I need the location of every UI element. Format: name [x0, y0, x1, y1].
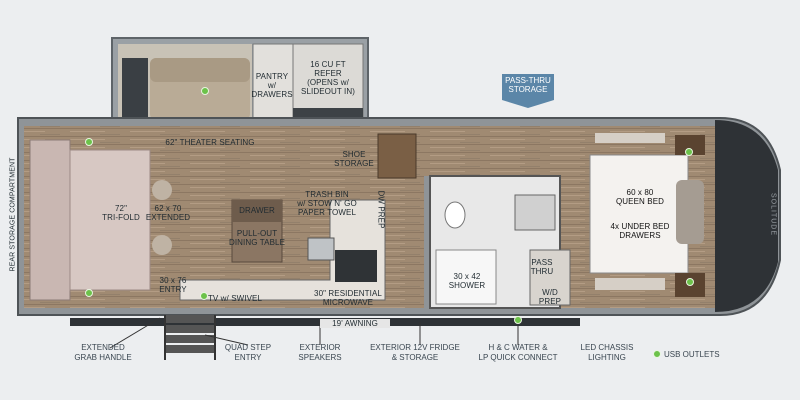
tv-swivel-label: TV w/ SWIVEL [207, 294, 263, 303]
usb-outlet [85, 138, 93, 146]
toilet [444, 201, 466, 229]
tri-fold-sofa [29, 139, 71, 301]
dw-prep-label: DW PREP [376, 190, 386, 229]
tri-fold-label: 72" TRI-FOLD [102, 204, 140, 222]
refer-label: 16 CU FT REFER (OPENS w/ SLIDEOUT IN) [301, 60, 355, 96]
wd-closet [529, 249, 571, 306]
nightstand-top [675, 135, 705, 155]
awning-label: 19' AWNING [320, 319, 390, 328]
usb-outlet [201, 87, 209, 95]
usb-outlet [200, 292, 208, 300]
wd-prep-label: W/D PREP [538, 288, 562, 306]
steps [377, 133, 417, 179]
front-cap [715, 120, 778, 312]
fridge-storage-label: EXTERIOR 12V FRIDGE & STORAGE [370, 343, 460, 362]
pass-thru-arrow-icon [502, 100, 554, 108]
quad-step-label: QUAD STEP ENTRY [224, 343, 272, 362]
chassis-lighting-label: LED CHASSIS LIGHTING [580, 343, 634, 362]
microwave-label: 30" RESIDENTIAL MICROWAVE [314, 289, 382, 307]
bath-sink [514, 194, 556, 231]
pantry-label: PANTRY w/ DRAWERS [251, 72, 293, 99]
under-bed-label: 4x UNDER BED DRAWERS [610, 222, 670, 240]
water-lp-label: H & C WATER & LP QUICK CONNECT [478, 343, 558, 362]
legend-usb-icon [653, 350, 661, 358]
pass-thru-storage-label: PASS-THRU STORAGE [502, 74, 554, 100]
trash-bin-label: TRASH BIN w/ STOW N' GO PAPER TOWEL [297, 190, 357, 217]
dining-table-label: PULL-OUT DINING TABLE [228, 229, 286, 247]
extended-label: 62 x 70 EXTENDED [145, 204, 191, 222]
usb-outlet [514, 316, 522, 324]
entry-label: 30 x 76 ENTRY [159, 276, 187, 294]
sink [307, 237, 335, 261]
drawer-cabinet [232, 200, 282, 222]
pass-thru-label: PASS THRU [530, 258, 554, 276]
kitchen-island [179, 199, 386, 301]
grab-handle-label: EXTENDED GRAB HANDLE [74, 343, 132, 362]
tv-cabinet [122, 58, 148, 118]
brand-label: SOLITUDE [769, 192, 777, 236]
theater-seating-label: 62" THEATER SEATING [165, 138, 255, 147]
stove [335, 250, 377, 282]
entry-steps [164, 315, 216, 360]
shower-label: 30 x 42 SHOWER [448, 272, 486, 290]
drawer-label: DRAWER [239, 206, 275, 215]
shoe-storage-label: SHOE STORAGE [334, 150, 374, 168]
queen-bed [589, 154, 689, 274]
rear-storage-label: REAR STORAGE COMPARTMENT [9, 157, 17, 272]
legend-usb-label: USB OUTLETS [664, 350, 720, 359]
usb-outlet [685, 148, 693, 156]
queen-bed-label: 60 x 80 QUEEN BED [615, 188, 665, 206]
exterior-speakers-label: EXTERIOR SPEAKERS [298, 343, 342, 362]
shower [435, 249, 497, 305]
usb-outlet [686, 278, 694, 286]
usb-outlet [85, 289, 93, 297]
